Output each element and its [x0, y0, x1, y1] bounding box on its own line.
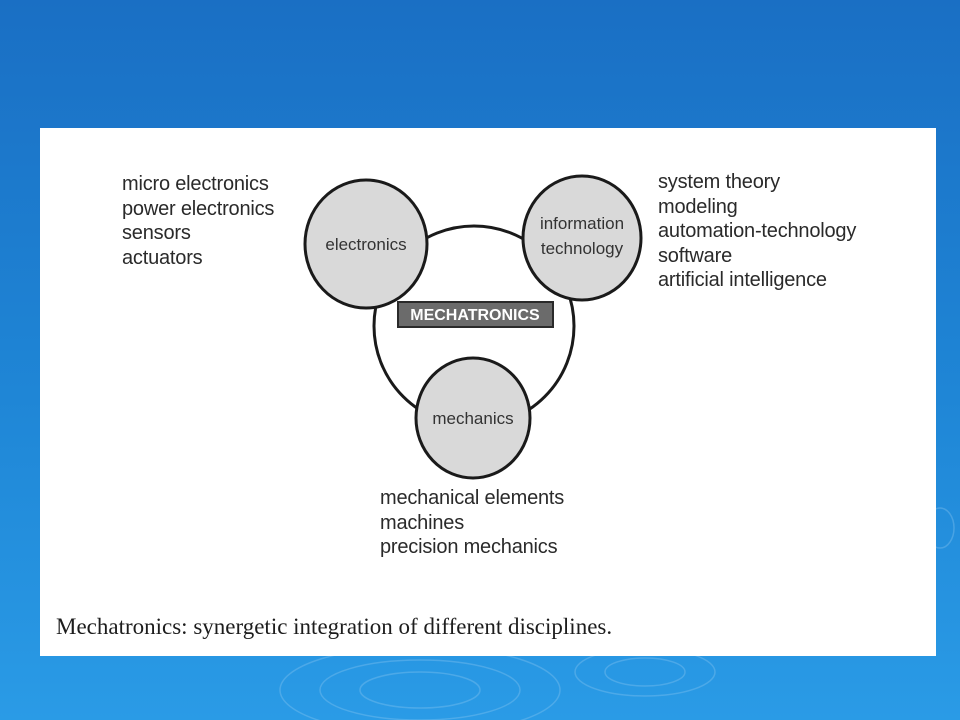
- list-item: power electronics: [122, 197, 275, 220]
- node-information-technology: information technology: [521, 174, 643, 302]
- list-item: actuators: [122, 246, 203, 269]
- node-mechanics-label: mechanics: [432, 409, 513, 428]
- center-label-text: MECHATRONICS: [410, 307, 540, 324]
- list-item: mechanical elements: [380, 487, 565, 509]
- mechanics-topics-list: mechanical elements machines precision m…: [380, 486, 564, 560]
- node-information-technology-label-line-1: information: [540, 214, 624, 233]
- list-item: modeling: [658, 195, 738, 218]
- list-item: sensors: [122, 222, 191, 244]
- node-electronics: electronics: [303, 178, 429, 310]
- mechatronics-diagram: electronics information technology mecha…: [303, 174, 643, 480]
- node-mechanics: mechanics: [414, 356, 532, 480]
- information-technology-topics-list: system theory modeling automation-techno…: [658, 170, 856, 293]
- list-item: system theory: [658, 171, 780, 193]
- figure-caption: Mechatronics: synergetic integration of …: [56, 614, 613, 639]
- list-item: artificial intelligence: [658, 269, 827, 291]
- list-item: micro electronics: [122, 173, 269, 195]
- list-item: machines: [380, 511, 464, 534]
- node-information-technology-label-line-2: technology: [541, 239, 624, 258]
- list-item: automation-technology: [658, 220, 857, 242]
- center-label: MECHATRONICS: [397, 301, 554, 328]
- list-item: software: [658, 244, 732, 267]
- electronics-topics-list: micro electronics power electronics sens…: [122, 172, 274, 270]
- list-item: precision mechanics: [380, 536, 558, 558]
- diagram-panel: electronics information technology mecha…: [40, 128, 936, 656]
- node-electronics-label: electronics: [325, 235, 406, 254]
